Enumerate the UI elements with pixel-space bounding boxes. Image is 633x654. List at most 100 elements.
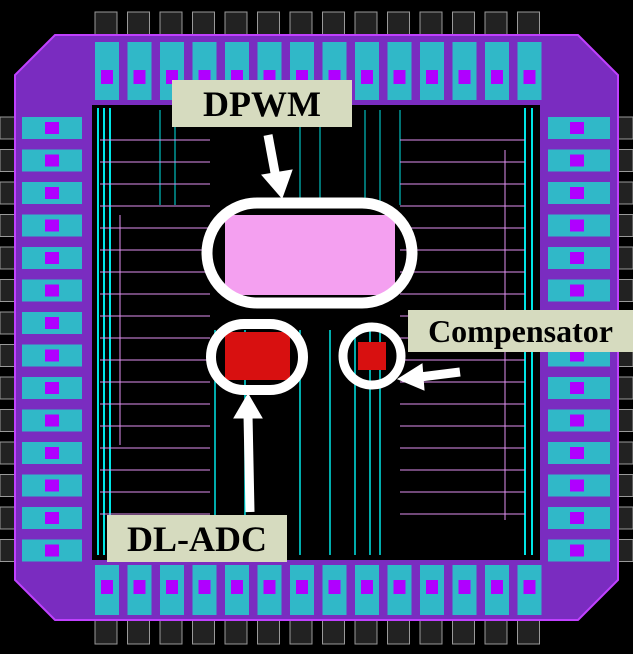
io-pad (387, 619, 410, 645)
io-pad (354, 11, 378, 37)
pad-via (101, 70, 113, 84)
pad-via (133, 70, 146, 84)
pad-via (570, 447, 584, 459)
io-pad (0, 344, 17, 367)
pad-via (45, 349, 59, 362)
io-pad (0, 376, 17, 400)
pad-via (45, 544, 59, 557)
io-pad (484, 11, 508, 37)
io-pad (452, 619, 475, 645)
pad-via (458, 70, 471, 84)
compensator-block (358, 342, 386, 370)
io-pad (94, 11, 118, 37)
pad-via (426, 580, 438, 594)
pad-via (570, 349, 584, 362)
io-pad (0, 474, 17, 497)
pad-via (45, 122, 59, 134)
compensator-arrow (419, 367, 461, 382)
pad-via (45, 252, 59, 264)
adc-block (225, 332, 290, 380)
pad-via (133, 580, 146, 594)
pad-via (45, 512, 59, 524)
io-pad (387, 11, 410, 37)
io-pad (0, 506, 17, 530)
io-pad (616, 214, 633, 237)
pad-via (361, 580, 373, 594)
pad-via (45, 219, 59, 232)
io-pad (354, 619, 378, 645)
pad-via (523, 70, 536, 84)
io-pad (192, 619, 215, 645)
pad-via (570, 382, 584, 394)
dpwm-label: DPWM (172, 80, 352, 127)
io-pad (419, 619, 443, 645)
io-pad (0, 409, 17, 432)
dpwm-block (225, 215, 395, 295)
pad-via (263, 580, 276, 594)
io-pad (616, 409, 633, 432)
pad-via (45, 154, 59, 167)
io-pad (616, 246, 633, 270)
io-pad (224, 619, 248, 645)
io-pad (127, 11, 150, 37)
io-pad (0, 279, 17, 302)
io-pad (0, 246, 17, 270)
pad-via (491, 580, 503, 594)
adc-arrowhead (233, 393, 263, 419)
io-pad (257, 619, 280, 645)
pad-via (45, 187, 59, 199)
pad-via (296, 580, 308, 594)
io-pad (616, 149, 633, 172)
pad-via (523, 580, 536, 594)
pad-via (361, 70, 373, 84)
io-pad (159, 619, 183, 645)
dpwm-highlight (201, 197, 418, 309)
io-pad (616, 181, 633, 205)
dl-adc-label: DL-ADC (107, 515, 287, 562)
compensator-arrowhead (396, 363, 425, 391)
pad-via (491, 70, 503, 84)
io-pad (616, 441, 633, 465)
adc-highlight (206, 319, 308, 395)
compensator-highlight (338, 322, 406, 390)
pad-via (393, 70, 406, 84)
io-pad (192, 11, 215, 37)
arrows (233, 134, 461, 513)
io-pad (517, 11, 540, 37)
io-pad (419, 11, 443, 37)
io-pad (127, 619, 150, 645)
io-pad (616, 116, 633, 140)
io-pad (0, 311, 17, 335)
io-pad (322, 619, 345, 645)
pad-via (231, 580, 243, 594)
pad-via (166, 580, 178, 594)
io-pad (257, 11, 280, 37)
io-pad (616, 506, 633, 530)
io-pad (517, 619, 540, 645)
io-pad (159, 11, 183, 37)
io-pad (224, 11, 248, 37)
pad-via (570, 219, 584, 232)
io-pad (484, 619, 508, 645)
pad-via (570, 252, 584, 264)
io-pad (452, 11, 475, 37)
io-pad (616, 539, 633, 562)
io-pad (0, 116, 17, 140)
dpwm-arrowhead (261, 169, 293, 199)
io-pad (0, 214, 17, 237)
pad-via (570, 544, 584, 557)
pad-via (570, 187, 584, 199)
pad-via (45, 284, 59, 297)
io-pad (322, 11, 345, 37)
pad-via (570, 154, 584, 167)
pad-via (426, 70, 438, 84)
pad-via (570, 512, 584, 524)
io-pad (0, 181, 17, 205)
pad-via (570, 414, 584, 427)
pad-via (45, 382, 59, 394)
pad-via (458, 580, 471, 594)
pad-via (45, 479, 59, 492)
io-pad (0, 539, 17, 562)
